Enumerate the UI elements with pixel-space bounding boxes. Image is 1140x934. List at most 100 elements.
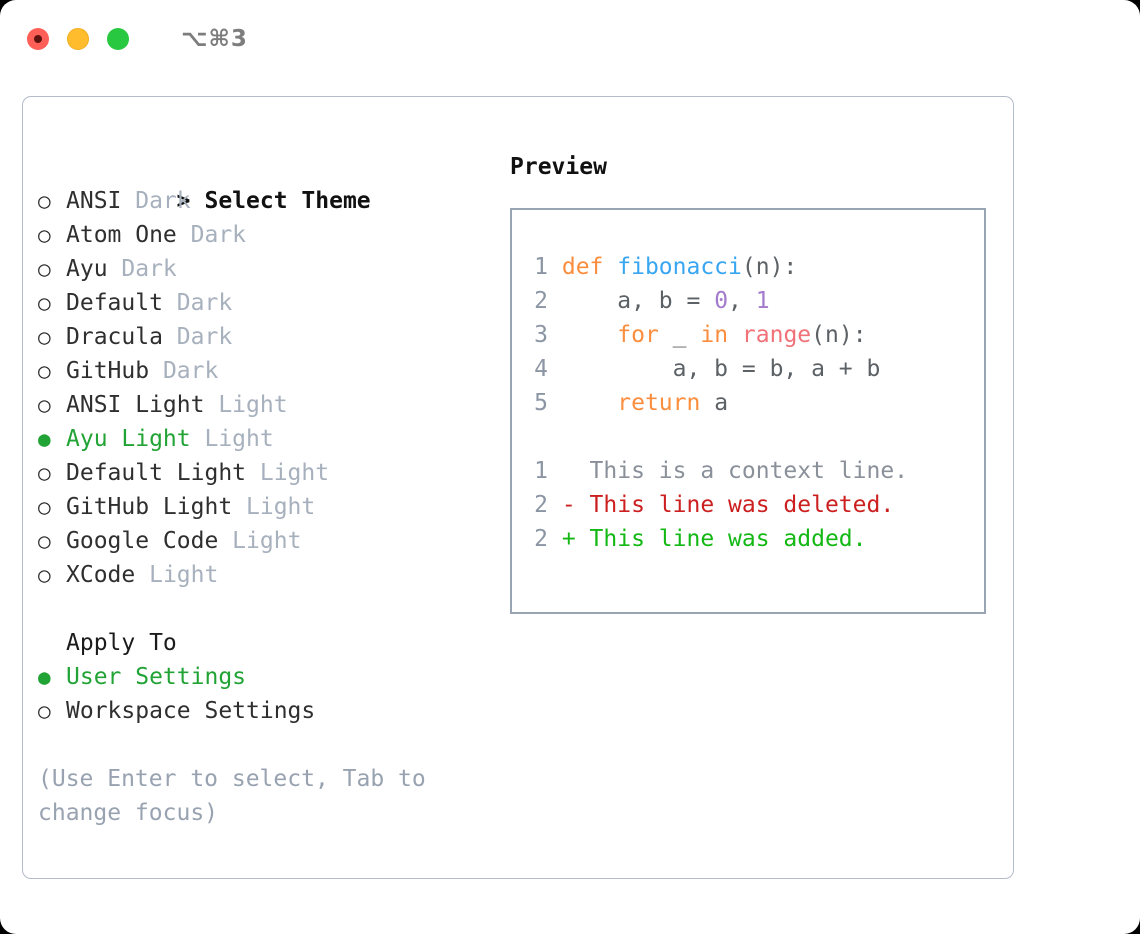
theme-option-default[interactable]: ○ Default Dark: [38, 286, 491, 320]
code-token: return: [617, 390, 701, 416]
theme-option-badge: Dark: [176, 222, 247, 248]
theme-option-badge: Light: [204, 392, 288, 418]
theme-option-badge: Dark: [162, 290, 233, 316]
theme-selector-column: >Select Theme ○ANSI Dark○Atom One Dark○A…: [23, 97, 491, 878]
minimize-button-icon[interactable]: [67, 28, 89, 50]
radio-unselected-icon: ○: [38, 291, 51, 315]
apply-to-option-workspace-settings[interactable]: ○ Workspace Settings: [38, 694, 491, 728]
theme-option-badge: Dark: [121, 188, 191, 214]
theme-option-label: Dracula: [66, 324, 163, 350]
apply-to-option-label: User Settings: [66, 664, 247, 690]
preview-heading: Preview: [510, 154, 607, 180]
code-token: [728, 322, 742, 348]
diff-line: 2 + This line was added.: [526, 522, 984, 556]
theme-option-xcode[interactable]: ○ XCode Light: [38, 558, 491, 592]
theme-option-label: ANSI: [66, 188, 122, 214]
theme-option-ayu-light[interactable]: ● Ayu Light Light: [38, 422, 491, 456]
code-token: ,: [728, 288, 756, 314]
diff-sample: 1 This is a context line.2 - This line w…: [526, 454, 984, 556]
list-spacer: [38, 592, 491, 626]
preview-column: Preview 1 def fibonacci(n):2 a, b = 0, 1…: [491, 97, 1013, 878]
content-panel: >Select Theme ○ANSI Dark○Atom One Dark○A…: [22, 96, 1014, 879]
radio-unselected-icon: ○: [38, 325, 51, 349]
code-text: a, b = b, a + b: [548, 356, 881, 382]
radio-unselected-icon: ○: [38, 223, 51, 247]
code-text: a, b = 0, 1: [548, 288, 769, 314]
theme-option-label: Default: [66, 290, 163, 316]
code-text: return a: [548, 390, 728, 416]
theme-option-label: GitHub Light: [66, 494, 233, 520]
theme-option-label: Google Code: [66, 528, 219, 554]
theme-option-badge: Dark: [107, 256, 177, 282]
code-text: for _ in range(n):: [548, 322, 867, 348]
theme-option-badge: Dark: [149, 358, 219, 384]
close-button-icon[interactable]: [27, 28, 49, 50]
theme-list[interactable]: ○ANSI Dark○Atom One Dark○Ayu Dark○Defaul…: [38, 184, 491, 592]
theme-option-default-light[interactable]: ○ Default Light Light: [38, 456, 491, 490]
theme-option-github-light[interactable]: ○ GitHub Light Light: [38, 490, 491, 524]
theme-option-ansi[interactable]: ○ANSI Dark: [38, 184, 491, 218]
code-token: (n):: [811, 322, 867, 348]
code-token: a, b =: [561, 288, 715, 314]
line-number: 2: [534, 492, 548, 518]
radio-selected-icon: ●: [38, 427, 51, 451]
diff-text-deleted: - This line was deleted.: [548, 492, 895, 518]
select-theme-heading: > Select Theme: [38, 150, 491, 214]
code-token: [562, 390, 617, 416]
theme-option-badge: Light: [190, 426, 274, 452]
title-bar: ⌥⌘3: [0, 0, 1140, 78]
code-line: 1 def fibonacci(n):: [526, 250, 984, 284]
theme-option-badge: Light: [218, 528, 302, 554]
apply-to-list[interactable]: ● User Settings ○ Workspace Settings: [38, 660, 491, 728]
radio-unselected-icon: ○: [38, 699, 51, 723]
line-number: 1: [534, 254, 548, 280]
code-line: 3 for _ in range(n):: [526, 318, 984, 352]
theme-option-atom-one[interactable]: ○Atom One Dark: [38, 218, 491, 252]
theme-option-github[interactable]: ○GitHub Dark: [38, 354, 491, 388]
radio-unselected-icon: ○: [38, 495, 51, 519]
line-number: 1: [534, 458, 548, 484]
code-token: fibonacci: [617, 254, 742, 280]
theme-option-label: ANSI Light: [66, 392, 205, 418]
theme-option-dracula[interactable]: ○ Dracula Dark: [38, 320, 491, 354]
radio-unselected-icon: ○: [38, 529, 51, 553]
select-theme-heading-label: Select Theme: [204, 188, 371, 214]
traffic-lights: [27, 28, 129, 50]
theme-option-label: Ayu: [66, 256, 108, 282]
zoom-button-icon[interactable]: [107, 28, 129, 50]
code-token: a: [700, 390, 729, 416]
theme-option-ayu[interactable]: ○Ayu Dark: [38, 252, 491, 286]
theme-option-label: XCode: [66, 562, 136, 588]
theme-option-badge: Light: [246, 460, 330, 486]
apply-to-option-label: Workspace Settings: [66, 698, 316, 724]
diff-line: 1 This is a context line.: [526, 454, 984, 488]
theme-option-ansi-light[interactable]: ○ANSI Light Light: [38, 388, 491, 422]
theme-option-label: Default Light: [66, 460, 247, 486]
diff-text-added: + This line was added.: [548, 526, 867, 552]
apply-to-heading: Apply To: [66, 630, 177, 656]
radio-selected-icon: ●: [38, 665, 51, 689]
line-number: 3: [534, 322, 548, 348]
radio-unselected-icon: ○: [38, 563, 51, 587]
caret-icon: >: [176, 188, 191, 214]
keyboard-hint-text: (Use Enter to select, Tab to change focu…: [38, 766, 440, 826]
line-number: 2: [534, 288, 548, 314]
theme-option-badge: Dark: [162, 324, 233, 350]
code-token: [562, 322, 617, 348]
theme-option-badge: Light: [135, 562, 219, 588]
diff-line: 2 - This line was deleted.: [526, 488, 984, 522]
code-token: (n):: [741, 254, 798, 280]
code-token: 0: [714, 288, 729, 314]
theme-option-badge: Light: [232, 494, 316, 520]
code-token: def: [561, 254, 618, 280]
apply-to-option-user-settings[interactable]: ● User Settings: [38, 660, 491, 694]
code-diff-spacer: [526, 420, 984, 454]
code-token: for: [617, 322, 659, 348]
theme-option-google-code[interactable]: ○ Google Code Light: [38, 524, 491, 558]
theme-option-label: Ayu Light: [66, 426, 191, 452]
radio-unselected-icon: ○: [38, 461, 51, 485]
code-token: _: [658, 322, 701, 348]
